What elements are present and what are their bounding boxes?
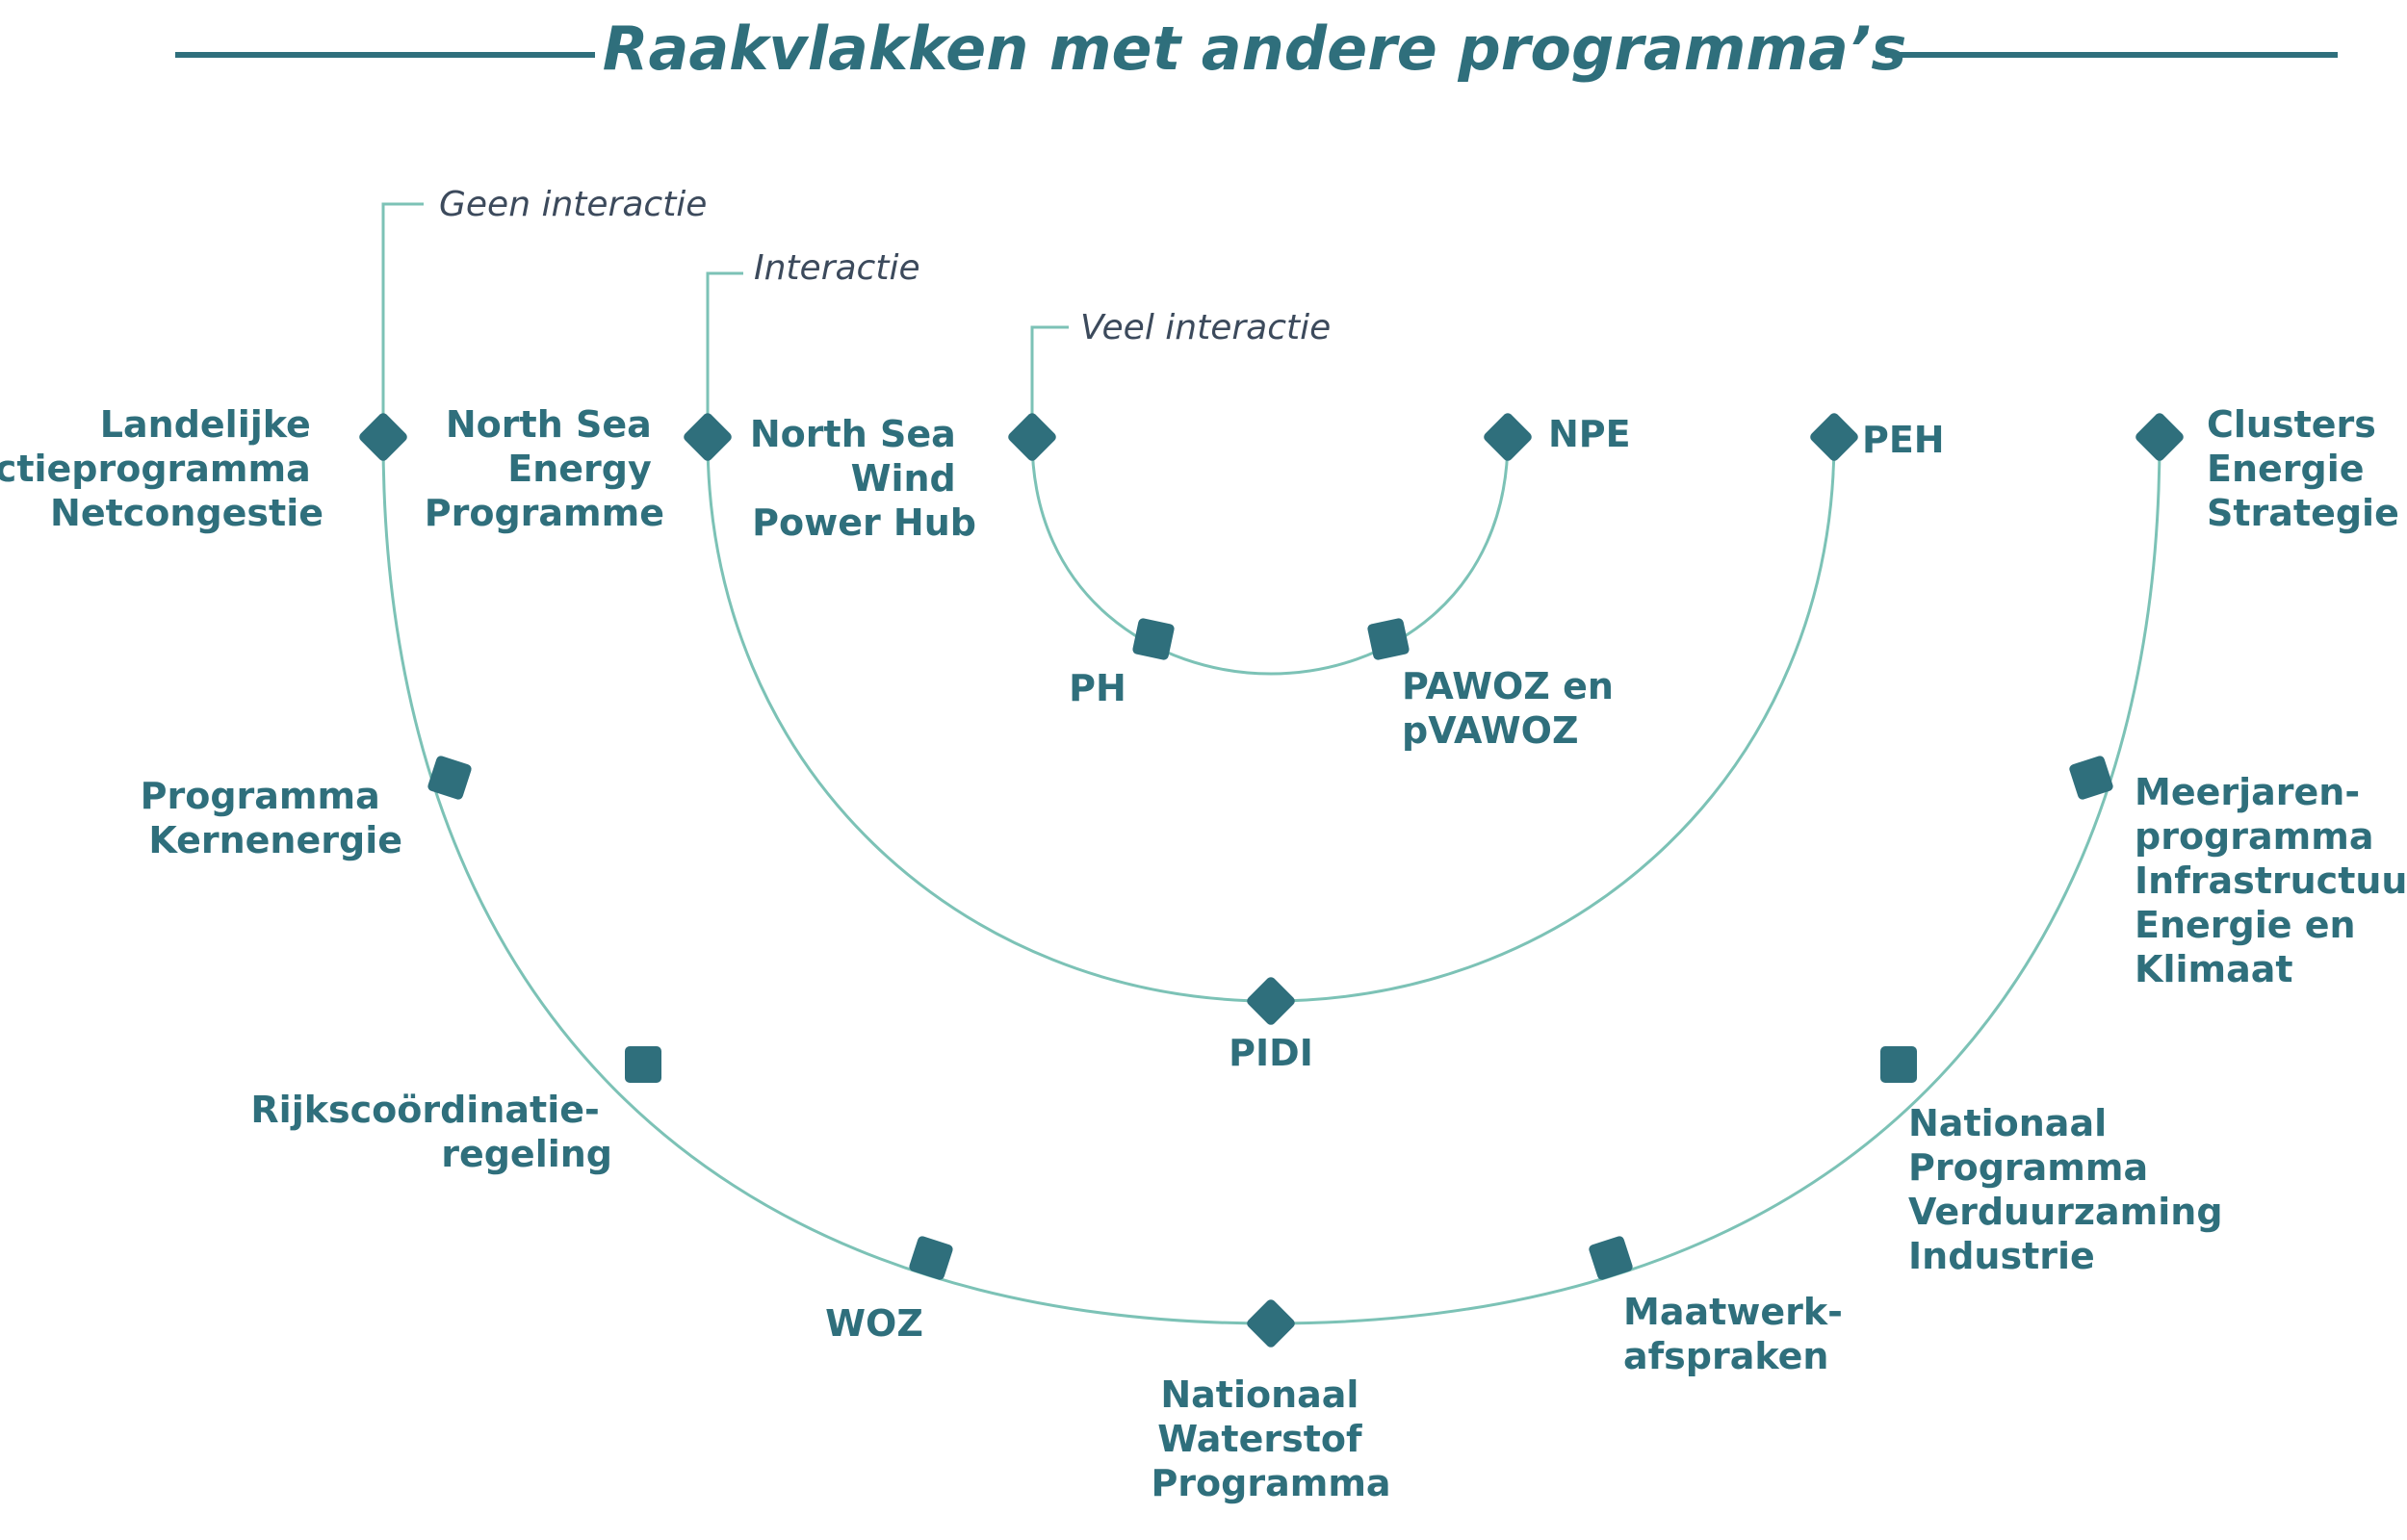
label-nswph: North Sea Wind Power Hub [750, 413, 976, 544]
node-lan [359, 413, 407, 461]
label-pk: Programma Kernenergie [141, 775, 402, 861]
node-nswph [1008, 413, 1056, 461]
page-title: Raakvlakken met andere programma’s [603, 13, 1907, 84]
label-nsep: North Sea Energy Programme [425, 403, 664, 534]
label-npe: NPE [1548, 413, 1631, 455]
label-rcr: Rijkscoördinatie- regeling [250, 1089, 612, 1175]
level-label-many: Veel interactie [1080, 308, 1331, 347]
node-rcr [625, 1046, 661, 1083]
label-mip: Meerjaren- programma Infrastructuur Ener… [2135, 771, 2407, 990]
label-woz: WOZ [825, 1302, 923, 1345]
label-ces: Clusters Energie Strategie [2207, 403, 2399, 534]
node-pawoz [1367, 618, 1410, 660]
label-peh: PEH [1862, 419, 1945, 461]
level-label-none: Geen interactie [439, 185, 707, 224]
node-pidi [1247, 977, 1295, 1025]
nodes [359, 413, 2184, 1348]
label-npvi: Nationaal Programma Verduurzaming Indust… [1908, 1102, 2236, 1277]
outer-ring-arc [381, 438, 2161, 1325]
level-label-some: Interactie [754, 248, 920, 288]
node-mip [2069, 756, 2113, 800]
level-none-leader [381, 202, 424, 424]
inner-ring-arc [1030, 438, 1510, 676]
label-pawoz: PAWOZ en pVAWOZ [1402, 665, 1626, 752]
level-some-leader [706, 271, 743, 424]
node-ph [1132, 618, 1175, 660]
node-pk [427, 756, 472, 800]
node-nsep [684, 413, 732, 461]
label-pidi: PIDI [1229, 1032, 1313, 1074]
label-maatwerk: Maatwerk- afspraken [1623, 1291, 1855, 1377]
node-woz [909, 1236, 953, 1280]
level-many-leader [1030, 325, 1069, 424]
node-maatwerk [1589, 1236, 1633, 1280]
node-nwp [1247, 1299, 1295, 1348]
node-npvi [1880, 1046, 1917, 1083]
node-npe [1484, 413, 1532, 461]
label-ph: PH [1069, 667, 1126, 709]
label-nwp: Nationaal Waterstof Programma [1151, 1373, 1390, 1504]
label-lan: Landelijke Actieprogramma Netcongestie [0, 403, 324, 534]
node-peh [1810, 413, 1858, 461]
node-ces [2135, 413, 2184, 461]
